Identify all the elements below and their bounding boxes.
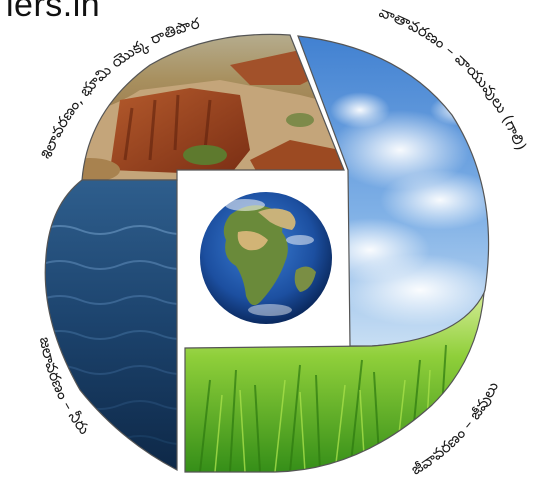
ocean-water-image bbox=[45, 180, 177, 470]
sky-clouds-image bbox=[298, 36, 489, 346]
site-watermark: lers.in bbox=[6, 0, 101, 24]
earth-globe-image bbox=[200, 192, 332, 324]
